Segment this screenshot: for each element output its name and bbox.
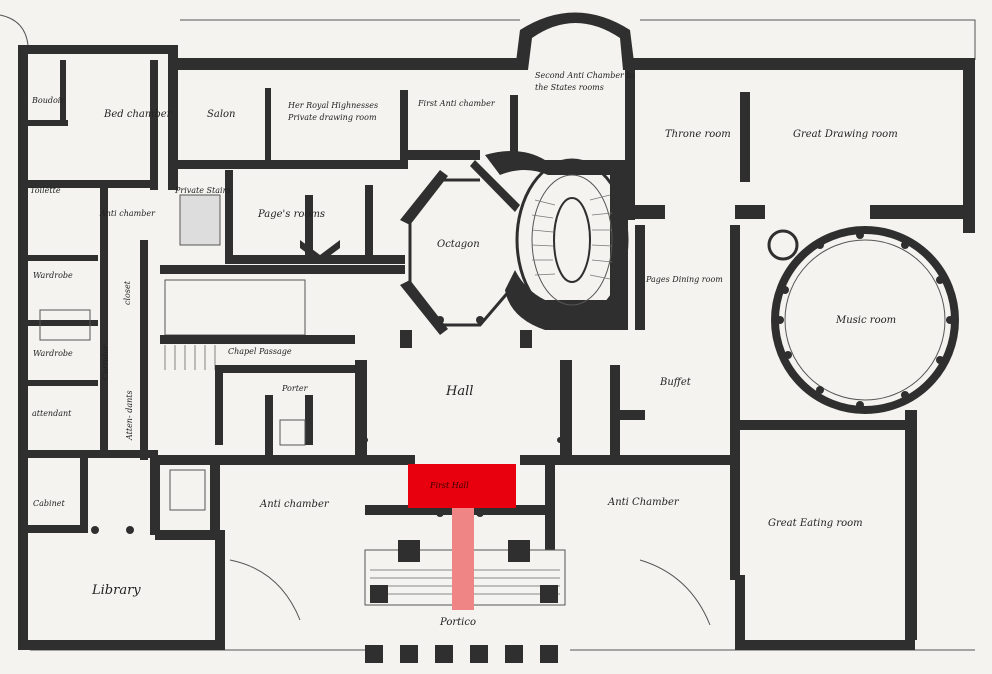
room-label-attendant: attendant xyxy=(32,409,72,418)
room-label-toilette: Toilette xyxy=(30,186,61,195)
room-label-hall: Hall xyxy=(446,384,474,399)
room-label-bedchamber: Bed chamber xyxy=(104,109,172,120)
room-label-cabinet: Cabinet xyxy=(33,499,65,508)
room-label-portico: Portico xyxy=(440,617,476,628)
room-label-first-hall: First Hall xyxy=(430,481,469,490)
room-label-octagon: Octagon xyxy=(437,239,480,250)
room-label-wardrobe-1: Wardrobe xyxy=(33,271,73,280)
room-label-anti-chamber-west: Anti chamber xyxy=(260,499,329,510)
room-label-private-drawing-room: Her Royal Highnesses Private drawing roo… xyxy=(288,101,379,122)
room-label-great-drawing-room: Great Drawing room xyxy=(793,129,898,140)
room-label-closet: closet xyxy=(123,281,132,305)
room-label-music-room: Music room xyxy=(836,315,897,326)
room-label-library: Library xyxy=(92,583,141,598)
room-label-great-eating-room: Great Eating room xyxy=(768,518,863,529)
room-label-porter: Porter xyxy=(282,384,308,393)
room-label-second-anti-chamber: Second Anti Chamber to the States rooms xyxy=(535,71,635,92)
room-label-private-stairs: Private Stairs xyxy=(175,186,231,195)
first-hall-highlight xyxy=(408,464,516,508)
room-label-salon: Salon xyxy=(207,109,236,120)
room-label-wardrobe-2: Wardrobe xyxy=(33,349,73,358)
room-label-throne-room: Throne room xyxy=(665,129,731,140)
room-label-chapel-passage: Chapel Passage xyxy=(228,347,292,356)
room-label-pages-dining-room: Pages Dining room xyxy=(646,275,723,284)
room-label-pages-rooms: Page's rooms xyxy=(258,209,326,220)
room-label-anti-chamber-small: Anti chamber xyxy=(100,209,155,218)
room-label-boudoir: Boudoir xyxy=(32,96,65,105)
entrance-path-highlight xyxy=(452,508,474,610)
room-label-first-anti-chamber: First Anti chamber xyxy=(418,99,495,108)
room-label-attendants: Atten- dants xyxy=(125,390,134,440)
room-label-anti-chamber-east: Anti Chamber xyxy=(608,497,679,508)
room-label-buffet: Buffet xyxy=(660,377,691,388)
room-label-corridor: Corridor xyxy=(101,345,110,380)
